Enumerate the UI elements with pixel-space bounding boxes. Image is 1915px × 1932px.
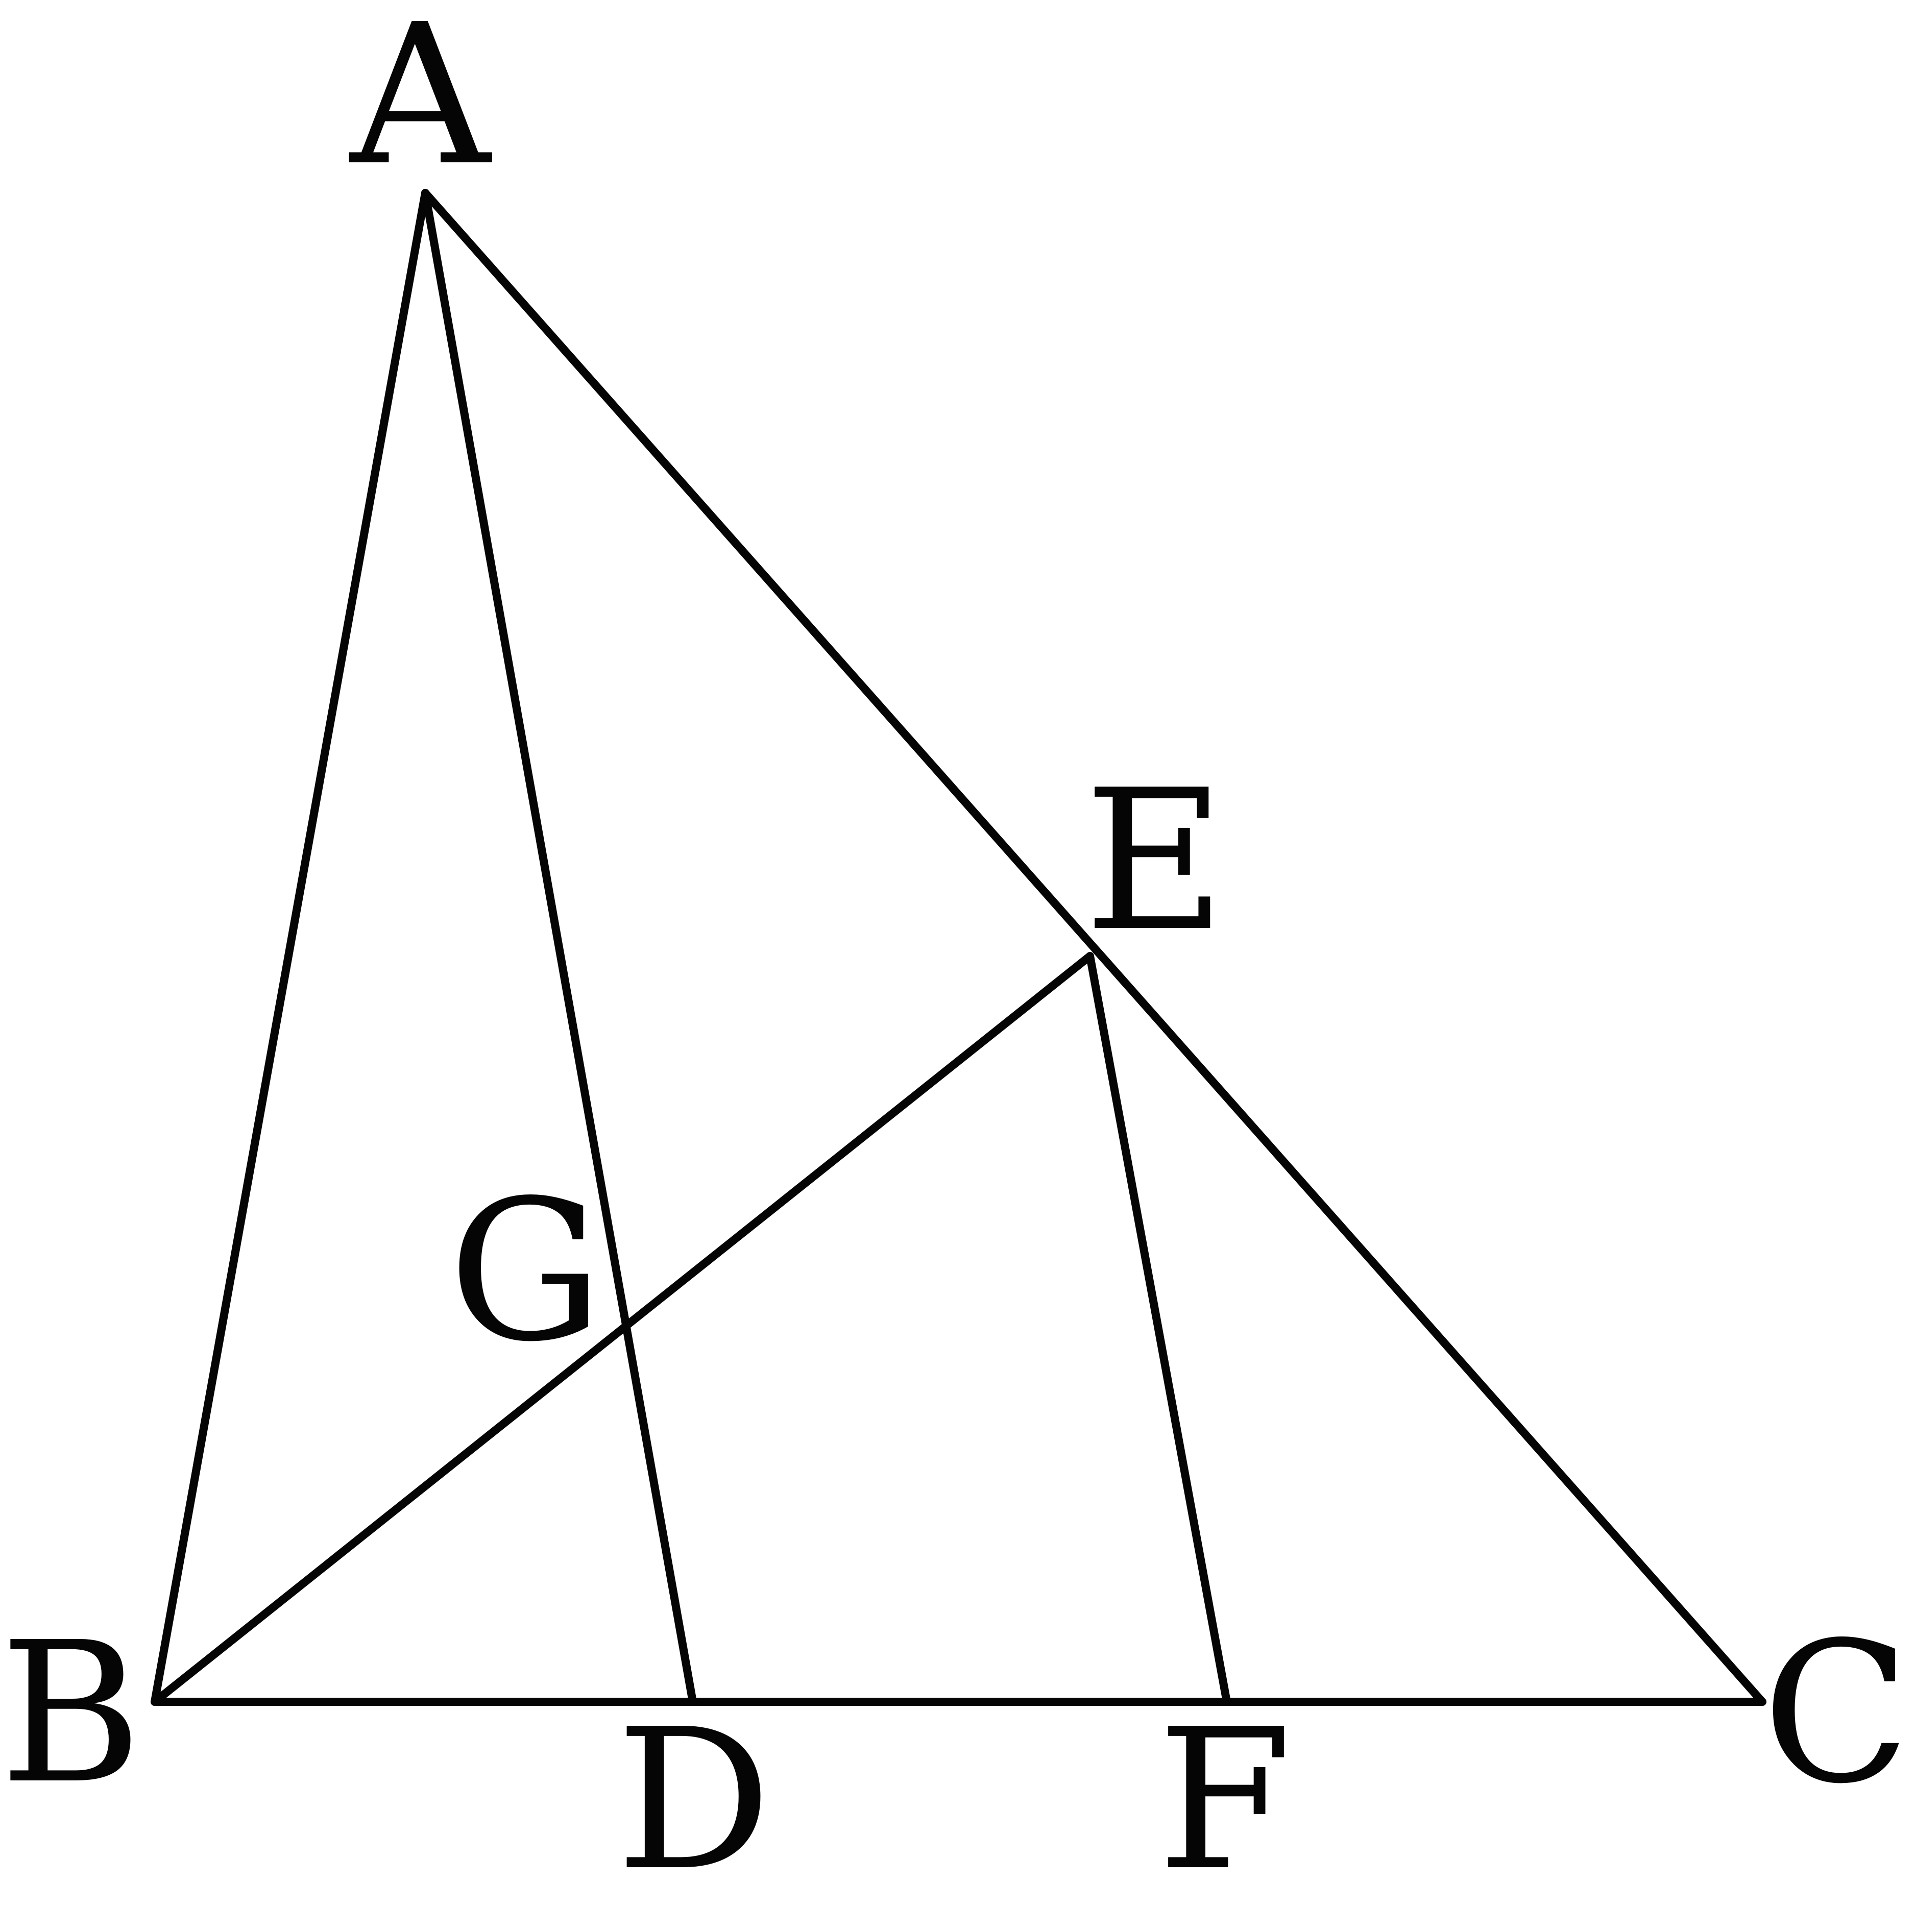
diagram-lines	[151, 189, 1766, 1706]
segment-ac	[421, 189, 1766, 1706]
segment-be	[151, 952, 1094, 1706]
segment-ad	[421, 189, 697, 1706]
segment-ab	[151, 189, 429, 1706]
point-label-b: B	[0, 1600, 142, 1826]
point-label-f: F	[1157, 1687, 1292, 1913]
point-label-c: C	[1762, 1600, 1911, 1826]
point-label-d: D	[616, 1687, 772, 1913]
point-label-e: E	[1084, 748, 1225, 974]
point-label-g: G	[448, 1158, 603, 1384]
point-label-a: A	[347, 0, 493, 208]
segment-ef	[1086, 952, 1231, 1706]
